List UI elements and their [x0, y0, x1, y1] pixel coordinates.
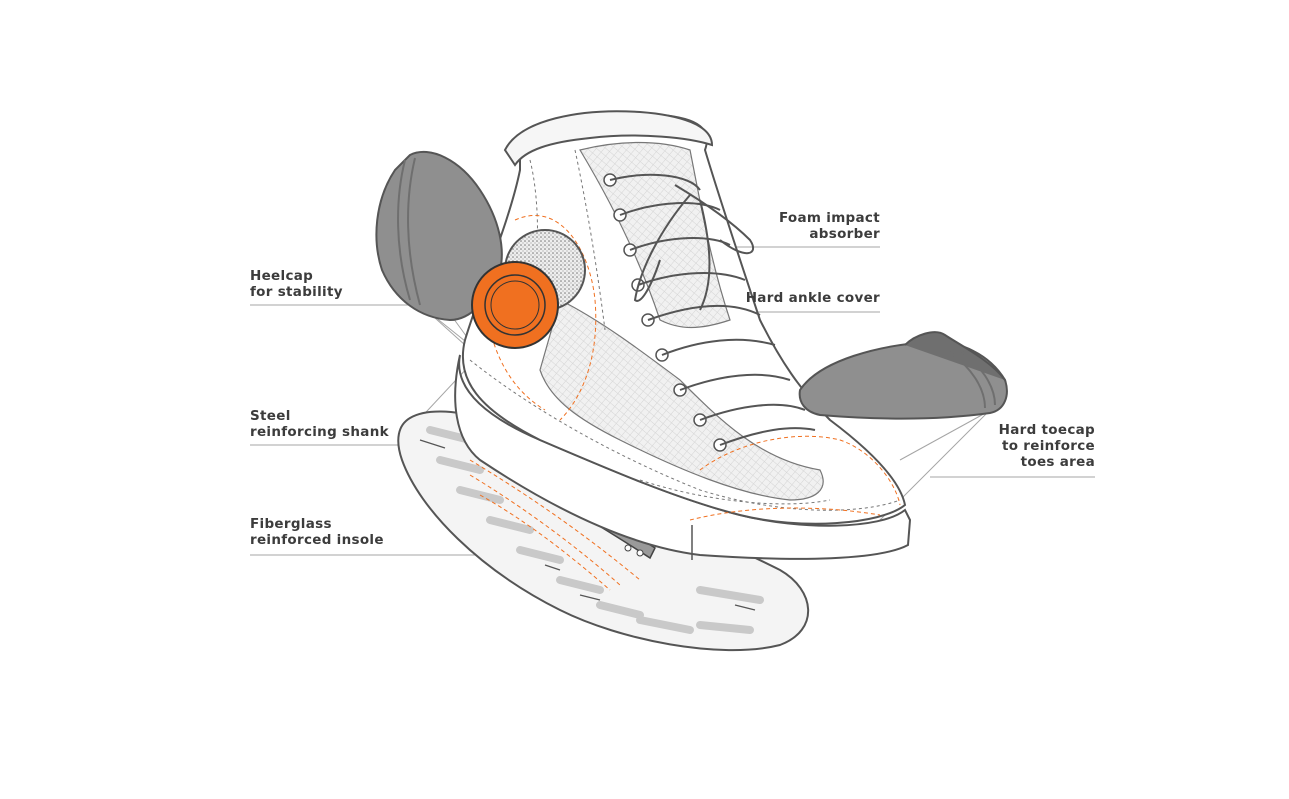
callout-insole-line1: Fiberglass	[250, 516, 332, 532]
callout-foam-line1: Foam impact	[778, 210, 880, 226]
callout-ankle-line1: Hard ankle cover	[745, 290, 880, 306]
callout-foam: Foam impact absorber	[779, 210, 880, 242]
callout-heelcap: Heelcap for stability	[250, 268, 343, 300]
callout-ankle-cover: Hard ankle cover	[746, 290, 880, 306]
callout-insole: Fiberglass reinforced insole	[250, 516, 384, 548]
laces	[609, 173, 816, 446]
callout-insole-line2: reinforced insole	[250, 532, 384, 548]
callout-toecap-line2: to reinforce	[1001, 438, 1095, 454]
callout-toecap: Hard toecap to reinforce toes area	[999, 422, 1095, 470]
boot-body	[454, 110, 912, 560]
callout-steel-line1: Steel	[250, 408, 291, 424]
callout-steel-line2: reinforcing shank	[250, 424, 389, 440]
callout-heelcap-line2: for stability	[250, 284, 343, 300]
callout-heelcap-line1: Heelcap	[250, 268, 314, 284]
callout-steel-shank: Steel reinforcing shank	[250, 408, 389, 440]
callout-toecap-line1: Hard toecap	[998, 422, 1095, 438]
callout-toecap-line3: toes area	[1020, 454, 1095, 470]
ankle-cover-disc	[471, 261, 559, 349]
callout-foam-line2: absorber	[809, 226, 880, 242]
